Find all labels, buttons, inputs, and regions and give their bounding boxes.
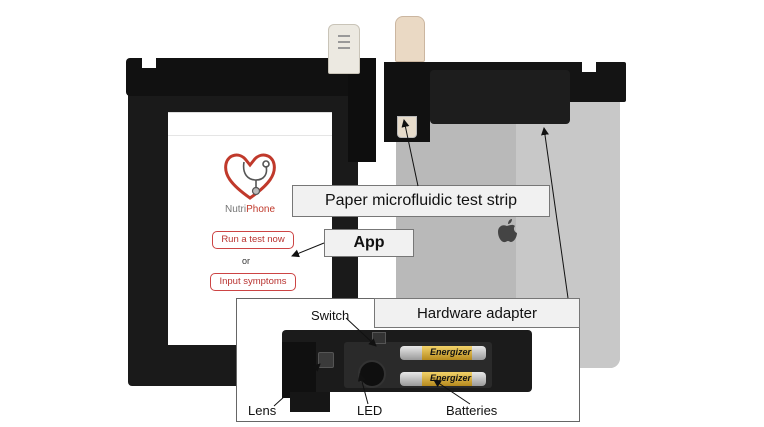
apple-logo-icon: [498, 219, 517, 243]
app-label: App: [324, 229, 414, 257]
adapter-lens-tab: [282, 342, 316, 398]
battery-brand-text: Energizer: [430, 373, 472, 383]
test-strip-left: [328, 24, 360, 74]
heart-stethoscope-logo-icon: [224, 153, 276, 200]
adapter-housing: [430, 70, 570, 124]
arrow-batteries: [433, 379, 471, 405]
arrow-strip-to-tip: [401, 119, 419, 187]
arrow-app-to-screen: [291, 242, 325, 258]
lens-component: [318, 352, 334, 368]
test-strip-right: [395, 16, 425, 62]
arrow-strip-to-adapter: [541, 127, 569, 299]
lens-label: Lens: [248, 403, 277, 418]
or-text: or: [242, 256, 251, 266]
hardware-adapter-label: Hardware adapter: [374, 298, 580, 328]
arrow-lens: [273, 363, 321, 407]
batteries-label: Batteries: [446, 403, 498, 418]
run-test-button[interactable]: Run a test now: [212, 231, 294, 249]
ipad-clamp-side: [348, 58, 376, 162]
arrow-led: [357, 373, 369, 405]
brand-nutri: Nutri: [224, 204, 247, 215]
arrow-switch: [345, 317, 377, 347]
battery-top: Energizer: [400, 346, 486, 360]
adapter-foot: [290, 392, 330, 412]
battery-brand-text: Energizer: [430, 347, 472, 357]
switch-label: Switch: [311, 308, 350, 323]
test-strip-label: Paper microfluidic test strip: [292, 185, 550, 217]
brand-phone: Phone: [246, 204, 276, 215]
ipad-clamp-top: [126, 58, 362, 96]
led-label: LED: [357, 403, 383, 418]
input-symptoms-button[interactable]: Input symptoms: [210, 273, 296, 291]
app-brand-name: NutriPhone: [218, 204, 282, 215]
